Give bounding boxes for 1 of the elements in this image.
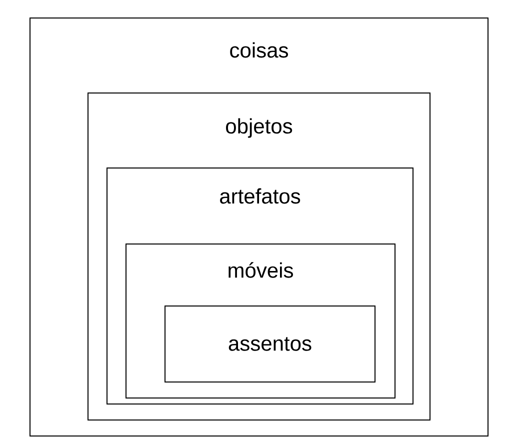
nested-box: assentos [164,306,376,382]
